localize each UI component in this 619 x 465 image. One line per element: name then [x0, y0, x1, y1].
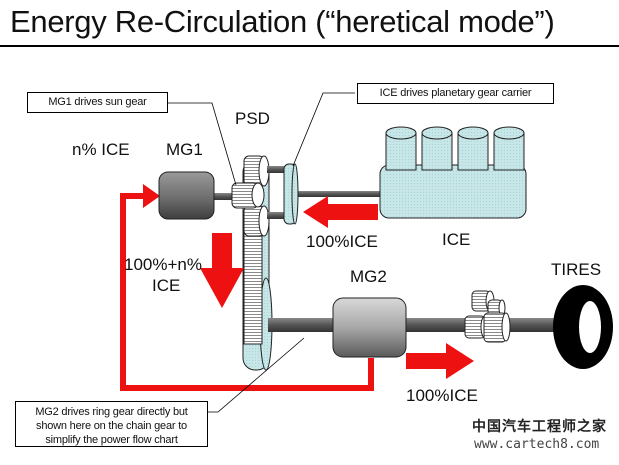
- leader-mg1: [168, 102, 237, 186]
- callout-mg2-line1: MG2 drives ring gear directly but: [35, 406, 188, 418]
- recirculation-loop: [120, 184, 374, 391]
- mg1-shaft: [212, 193, 244, 200]
- callout-mg2-line3: simplify the power flow chart: [45, 434, 178, 446]
- ice-shaft: [292, 191, 382, 197]
- label-psd-down-line2: ICE: [152, 276, 181, 295]
- mg2-motor: [332, 297, 407, 358]
- callout-mg2-line2: shown here on the chain gear to: [36, 420, 187, 432]
- callout-mg1: MG1 drives sun gear: [27, 92, 168, 113]
- leader-ice: [292, 92, 355, 167]
- watermark-url: www.cartech8.com: [474, 437, 600, 452]
- label-ice: ICE: [442, 230, 471, 249]
- label-tires: TIRES: [551, 260, 602, 279]
- ice-engine: [379, 126, 527, 219]
- callout-mg2: MG2 drives ring gear directly but shown …: [15, 401, 208, 447]
- arrow-into-mg1: [143, 184, 160, 208]
- planetary-carrier: [283, 163, 299, 225]
- label-psd: PSD: [235, 109, 270, 128]
- label-mg2: MG2: [350, 267, 387, 286]
- chain: [243, 217, 263, 345]
- arrow-to-tires: [406, 343, 474, 379]
- label-mg1: MG1: [166, 140, 203, 159]
- callout-ice: ICE drives planetary gear carrier: [357, 83, 554, 104]
- title-divider: [0, 45, 619, 47]
- label-n-ice: n% ICE: [72, 140, 130, 159]
- label-to-tires: 100%ICE: [406, 386, 478, 405]
- arrow-psd-down: [200, 233, 244, 308]
- tire: [553, 285, 613, 369]
- output-shaft: [268, 318, 558, 332]
- arrow-ice-to-psd: [303, 196, 378, 228]
- planetary-gears: [231, 155, 270, 237]
- label-ice-to-psd: 100%ICE: [306, 232, 378, 251]
- mg1-motor: [158, 171, 215, 220]
- page-title: Energy Re-Circulation (“heretical mode”): [10, 4, 555, 39]
- label-psd-down-line1: 100%+n%: [124, 255, 202, 274]
- watermark-cn: 中国汽车工程师之家: [472, 419, 607, 435]
- differential-gears: [464, 290, 511, 343]
